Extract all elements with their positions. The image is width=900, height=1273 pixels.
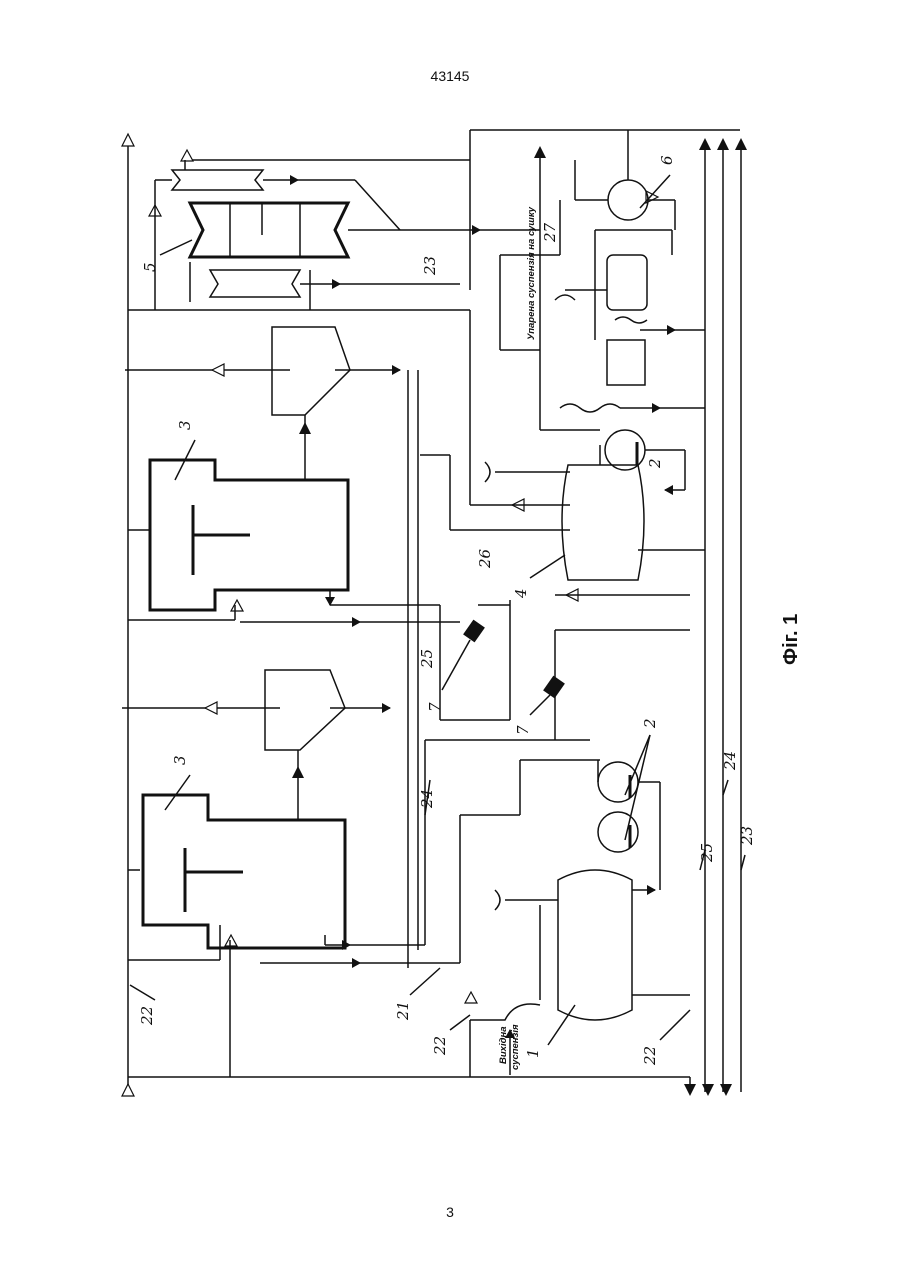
callout-3a: 3	[176, 420, 194, 430]
callout-5: 5	[141, 262, 159, 272]
evaporator-5	[155, 160, 540, 310]
callout-23b: 23	[738, 826, 756, 846]
callout-22b: 22	[431, 1036, 449, 1056]
valves	[463, 620, 565, 699]
callout-22a: 22	[138, 1006, 156, 1026]
callout-labels: 1 2 2 3 3 4 5 6 7 7 21 22 22 22 23 23 24…	[130, 155, 756, 1066]
callout-6: 6	[658, 155, 676, 165]
callout-2a: 2	[641, 718, 659, 729]
callout-3b: 3	[171, 755, 189, 765]
page-number-bottom: 3	[0, 1204, 900, 1220]
figure-caption: Фіг. 1	[780, 614, 802, 665]
callout-1: 1	[524, 1048, 542, 1058]
callout-4: 4	[512, 588, 530, 599]
callout-25b: 25	[698, 843, 716, 863]
callout-27: 27	[541, 222, 559, 243]
callout-24b: 24	[721, 751, 739, 771]
vessel-4	[485, 445, 705, 580]
callout-7a: 7	[426, 702, 444, 712]
output-label: Упарена суспензія на сушку	[526, 206, 537, 340]
callout-26: 26	[476, 548, 494, 569]
input-label-line1: Вихідна	[498, 1027, 509, 1064]
callout-23a: 23	[421, 256, 439, 276]
callout-25a: 25	[418, 649, 436, 669]
main-headers	[684, 138, 747, 1096]
callout-2b: 2	[646, 458, 664, 469]
callout-21: 21	[394, 1001, 412, 1021]
open-triangles	[122, 134, 658, 1096]
pump-6	[575, 130, 675, 230]
callout-7b: 7	[514, 725, 532, 735]
input-label-line2: суспензія	[510, 1024, 521, 1070]
callout-22c: 22	[641, 1046, 659, 1066]
pump-upper	[605, 430, 685, 490]
